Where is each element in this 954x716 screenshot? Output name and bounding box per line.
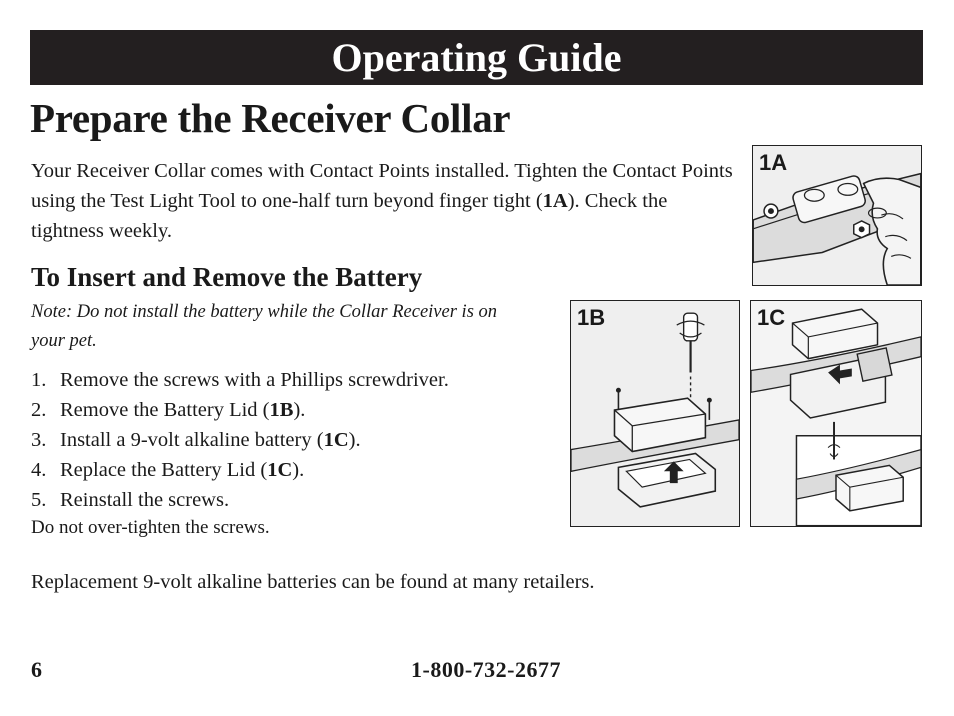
battery-section-title: To Insert and Remove the Battery [31, 262, 423, 292]
intro-figure-ref: 1A [542, 190, 568, 212]
figure-1b-illustration: 1B [570, 300, 740, 527]
step-text: Replace the Battery Lid ( [60, 459, 268, 481]
step-figure-ref: 1C [267, 459, 293, 481]
overtighten-caution: Do not over-tighten the screws. [31, 517, 270, 538]
figure-1c-label: 1C [757, 305, 786, 330]
install-battery-drawing [751, 308, 921, 526]
step-item: 5. Reinstall the screws. [31, 485, 449, 515]
support-phone-number: 1-800-732-2677 [411, 657, 561, 682]
intro-text-2: ). Check the tightness weekly. [31, 190, 668, 242]
intro-text-1: Your Receiver Collar comes with Contact … [31, 160, 733, 212]
figure-1a-label: 1A [759, 150, 788, 175]
step-item: 1. Remove the screws with a Phillips scre… [31, 365, 449, 395]
step-number: 2. [31, 399, 47, 421]
step-text: Reinstall the screws. [60, 489, 230, 511]
step-number: 5. [31, 489, 47, 511]
step-text-end: ). [292, 459, 305, 481]
intro-paragraph: Your Receiver Collar comes with Contact … [31, 156, 736, 246]
step-text: Install a 9-volt alkaline battery ( [60, 429, 324, 451]
battery-steps-list: 1. Remove the screws with a Phillips scre… [31, 365, 449, 515]
figure-1b-label: 1B [577, 305, 606, 330]
step-item: 2. Remove the Battery Lid (1B). [31, 395, 449, 425]
step-figure-ref: 1B [269, 399, 294, 421]
step-text: Remove the screws with a Phillips screwd… [60, 369, 449, 391]
step-figure-ref: 1C [323, 429, 349, 451]
figure-1c-illustration: 1C [750, 300, 922, 527]
replacement-battery-text: Replacement 9-volt alkaline batteries ca… [31, 571, 595, 593]
step-item: 3. Install a 9-volt alkaline battery (1C)… [31, 425, 449, 455]
banner-title: Operating Guide [331, 35, 622, 80]
remove-battery-lid-drawing [571, 312, 739, 508]
step-number: 3. [31, 429, 47, 451]
page-heading: Prepare the Receiver Collar [30, 95, 511, 141]
step-number: 4. [31, 459, 47, 481]
contact-point-tightening-drawing [753, 172, 921, 285]
step-text: Remove the Battery Lid ( [60, 399, 270, 421]
step-number: 1. [31, 369, 47, 391]
step-text-end: ). [348, 429, 361, 451]
figure-1a-illustration: 1A [752, 145, 922, 286]
operating-guide-banner: Operating Guide [30, 30, 923, 85]
step-text-end: ). [293, 399, 306, 421]
battery-note: Note: Do not install the battery while t… [31, 302, 498, 351]
step-item: 4. Replace the Battery Lid (1C). [31, 455, 449, 485]
page-number: 6 [31, 657, 42, 682]
